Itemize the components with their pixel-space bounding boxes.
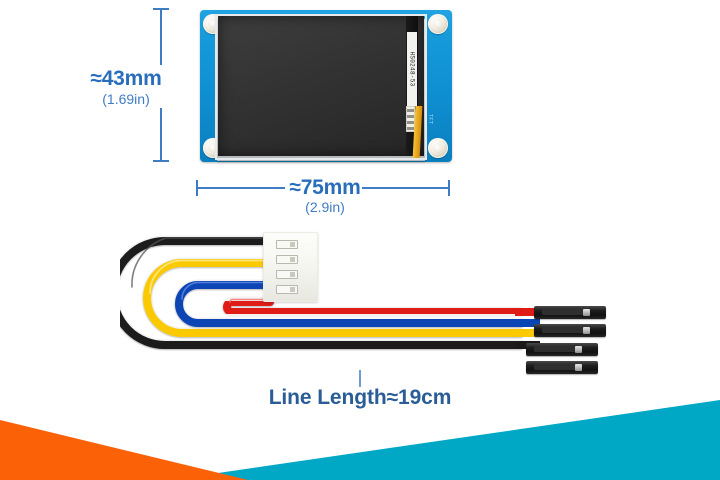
height-dimension-value-inches: (1.69in) xyxy=(102,91,150,107)
jst-connector-pin-window xyxy=(276,255,298,264)
dupont-terminal-blue xyxy=(534,324,606,337)
fpc-connector-pin xyxy=(407,127,414,130)
line-length-leader xyxy=(359,370,361,387)
line-length-label: Line Length≈19cm xyxy=(268,386,452,409)
height-dimension-value: ≈43mm xyxy=(90,67,162,90)
fpc-label: HS0248-53 xyxy=(407,32,417,106)
fpc-connector xyxy=(406,106,415,132)
dupont-slot xyxy=(542,327,584,333)
jst-connector-pin-window xyxy=(276,240,298,249)
height-dimension-cap-bottom xyxy=(153,160,169,162)
fpc-label-text: HS0248-53 xyxy=(408,51,416,87)
width-dimension-value: ≈75mm xyxy=(289,176,361,199)
width-dimension-line xyxy=(196,179,450,197)
silkscreen-text: TFT xyxy=(427,114,433,125)
cyan-corner-decoration xyxy=(170,400,720,480)
width-dimension-segment-right xyxy=(362,187,448,189)
dupont-terminal-black xyxy=(526,361,598,374)
screen-bezel xyxy=(215,14,427,160)
display-module: HS0248-53 TFT xyxy=(200,10,452,162)
height-dimension-segment-bottom xyxy=(160,108,162,161)
dupont-slot xyxy=(542,309,584,315)
width-dimension-segment-left xyxy=(197,187,285,189)
dupont-slot xyxy=(534,364,576,370)
jst-connector xyxy=(263,232,318,302)
dupont-terminal-yellow xyxy=(526,343,598,356)
dupont-pin xyxy=(583,327,590,334)
dupont-pin xyxy=(583,309,590,316)
lcd-screen xyxy=(218,16,424,156)
fpc-connector-pin xyxy=(407,115,414,118)
dupont-terminal-red xyxy=(534,306,606,319)
height-dimension-line xyxy=(152,8,170,163)
jst-connector-pin-window xyxy=(276,270,298,279)
width-dimension-value-inches: (2.9in) xyxy=(305,199,345,215)
orange-corner-decoration xyxy=(0,420,248,480)
mounting-hole-top-right xyxy=(428,14,448,34)
dupont-pin xyxy=(575,364,582,371)
mounting-hole-bottom-right xyxy=(428,138,448,158)
dupont-pin xyxy=(575,346,582,353)
fpc-connector-pin xyxy=(407,121,414,124)
height-dimension-segment-top xyxy=(160,9,162,65)
dupont-slot xyxy=(534,346,576,352)
width-dimension-cap-right xyxy=(448,180,450,196)
jst-connector-pin-window xyxy=(276,285,298,294)
fpc-connector-pin xyxy=(407,109,414,112)
